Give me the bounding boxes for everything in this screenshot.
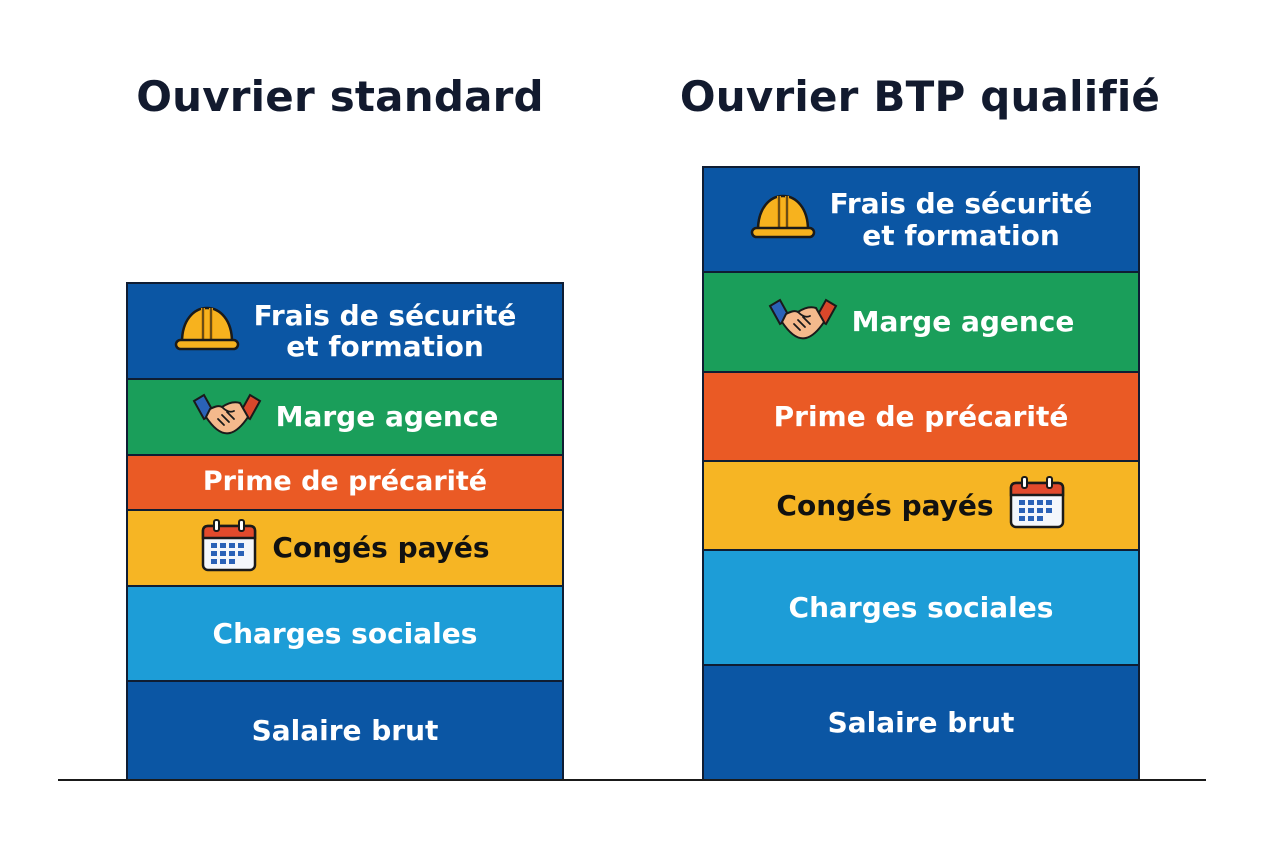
segment-securite-formation: Frais de sécurité et formation (128, 284, 562, 380)
segment-label-conges: Congés payés (272, 531, 490, 565)
handshake-icon (768, 294, 838, 350)
segment-label-prime: Prime de précarité (202, 466, 488, 498)
segment-label-charges: Charges sociales (212, 616, 478, 650)
hard-hat-icon (750, 190, 816, 248)
segment-conges-payes: Congés payés (704, 462, 1138, 551)
segment-marge-agence: Marge agence (704, 273, 1138, 373)
handshake-icon (192, 389, 262, 445)
segment-label-marge: Marge agence (275, 400, 499, 434)
segment-conges-payes: Congés payés (128, 511, 562, 587)
segment-label-marge: Marge agence (851, 305, 1075, 339)
segment-salaire-brut: Salaire brut (704, 666, 1138, 779)
hard-hat-icon (174, 302, 240, 360)
segment-marge-agence: Marge agence (128, 380, 562, 456)
segment-prime-precarite: Prime de précarité (704, 373, 1138, 462)
segment-label-salaire: Salaire brut (251, 713, 439, 747)
segment-label-charges: Charges sociales (788, 590, 1054, 624)
baseline (58, 779, 1206, 781)
segment-label-conges: Congés payés (776, 488, 994, 522)
segment-label-securite: Frais de sécurité et formation (253, 298, 517, 363)
segment-securite-formation: Frais de sécurité et formation (704, 168, 1138, 273)
calendar-icon (200, 518, 258, 578)
segment-salaire-brut: Salaire brut (128, 682, 562, 779)
title-ouvrier-btp-qualifie: Ouvrier BTP qualifié (679, 72, 1161, 121)
segment-label-salaire: Salaire brut (827, 705, 1015, 739)
title-ouvrier-standard: Ouvrier standard (136, 72, 544, 121)
segment-prime-precarite: Prime de précarité (128, 456, 562, 511)
segment-label-securite: Frais de sécurité et formation (829, 187, 1093, 252)
stack-ouvrier-btp-qualifie: Frais de sécurité et formation Marge age… (702, 166, 1140, 781)
segment-charges-sociales: Charges sociales (704, 551, 1138, 666)
calendar-icon (1008, 475, 1066, 535)
stack-ouvrier-standard: Frais de sécurité et formation Marge age… (126, 282, 564, 781)
segment-charges-sociales: Charges sociales (128, 587, 562, 682)
segment-label-prime: Prime de précarité (773, 399, 1069, 433)
